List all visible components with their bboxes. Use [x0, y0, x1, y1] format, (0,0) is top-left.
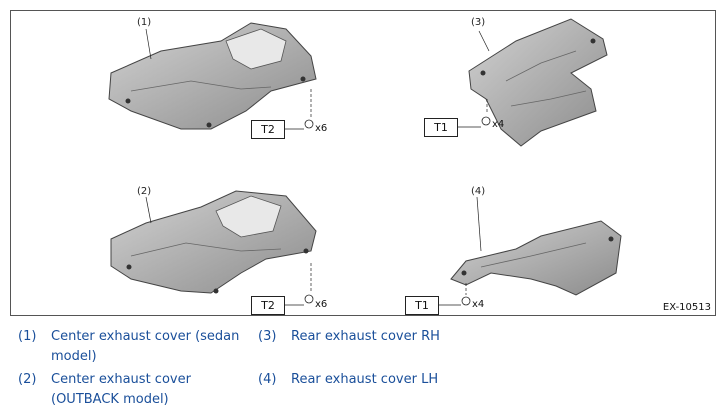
callout-3: (3): [471, 17, 486, 28]
torque-label-rear-rh: T1: [424, 118, 458, 137]
legend-text: Center exhaust cover (OUTBACK model): [51, 372, 191, 407]
quantity-rear-rh: x4: [492, 119, 505, 130]
legend-number: (4): [258, 372, 277, 387]
quantity-center-outback: x6: [315, 299, 328, 310]
legend-text: Rear exhaust cover RH: [291, 329, 440, 344]
quantity-rear-lh: x4: [472, 299, 485, 310]
legend-number: (1): [18, 329, 37, 344]
callout-4: (4): [471, 186, 486, 197]
legend-number: (3): [258, 329, 277, 344]
callout-2: (2): [137, 186, 152, 197]
parts-illustration: [108, 18, 622, 306]
torque-label-center-outback: T2: [251, 296, 285, 315]
legend-text: Rear exhaust cover LH: [291, 372, 439, 387]
center-exhaust-cover-outback: [110, 190, 317, 294]
exhaust-cover-figure: (1) (3) (2) (4) T2 x6 T1 x4 T2 x6 T1 x4 …: [10, 10, 716, 316]
torque-label-center-sedan: T2: [251, 120, 285, 139]
rear-exhaust-cover-rh: [468, 18, 608, 147]
torque-label-rear-lh: T1: [405, 296, 439, 315]
legend-text: Center exhaust cover (sedan model): [51, 329, 240, 364]
callout-1: (1): [137, 17, 152, 28]
rear-exhaust-cover-lh: [450, 220, 622, 296]
figure-id: EX-10513: [662, 302, 711, 313]
quantity-center-sedan: x6: [315, 123, 328, 134]
center-exhaust-cover-sedan: [108, 22, 317, 130]
legend-number: (2): [18, 372, 37, 387]
